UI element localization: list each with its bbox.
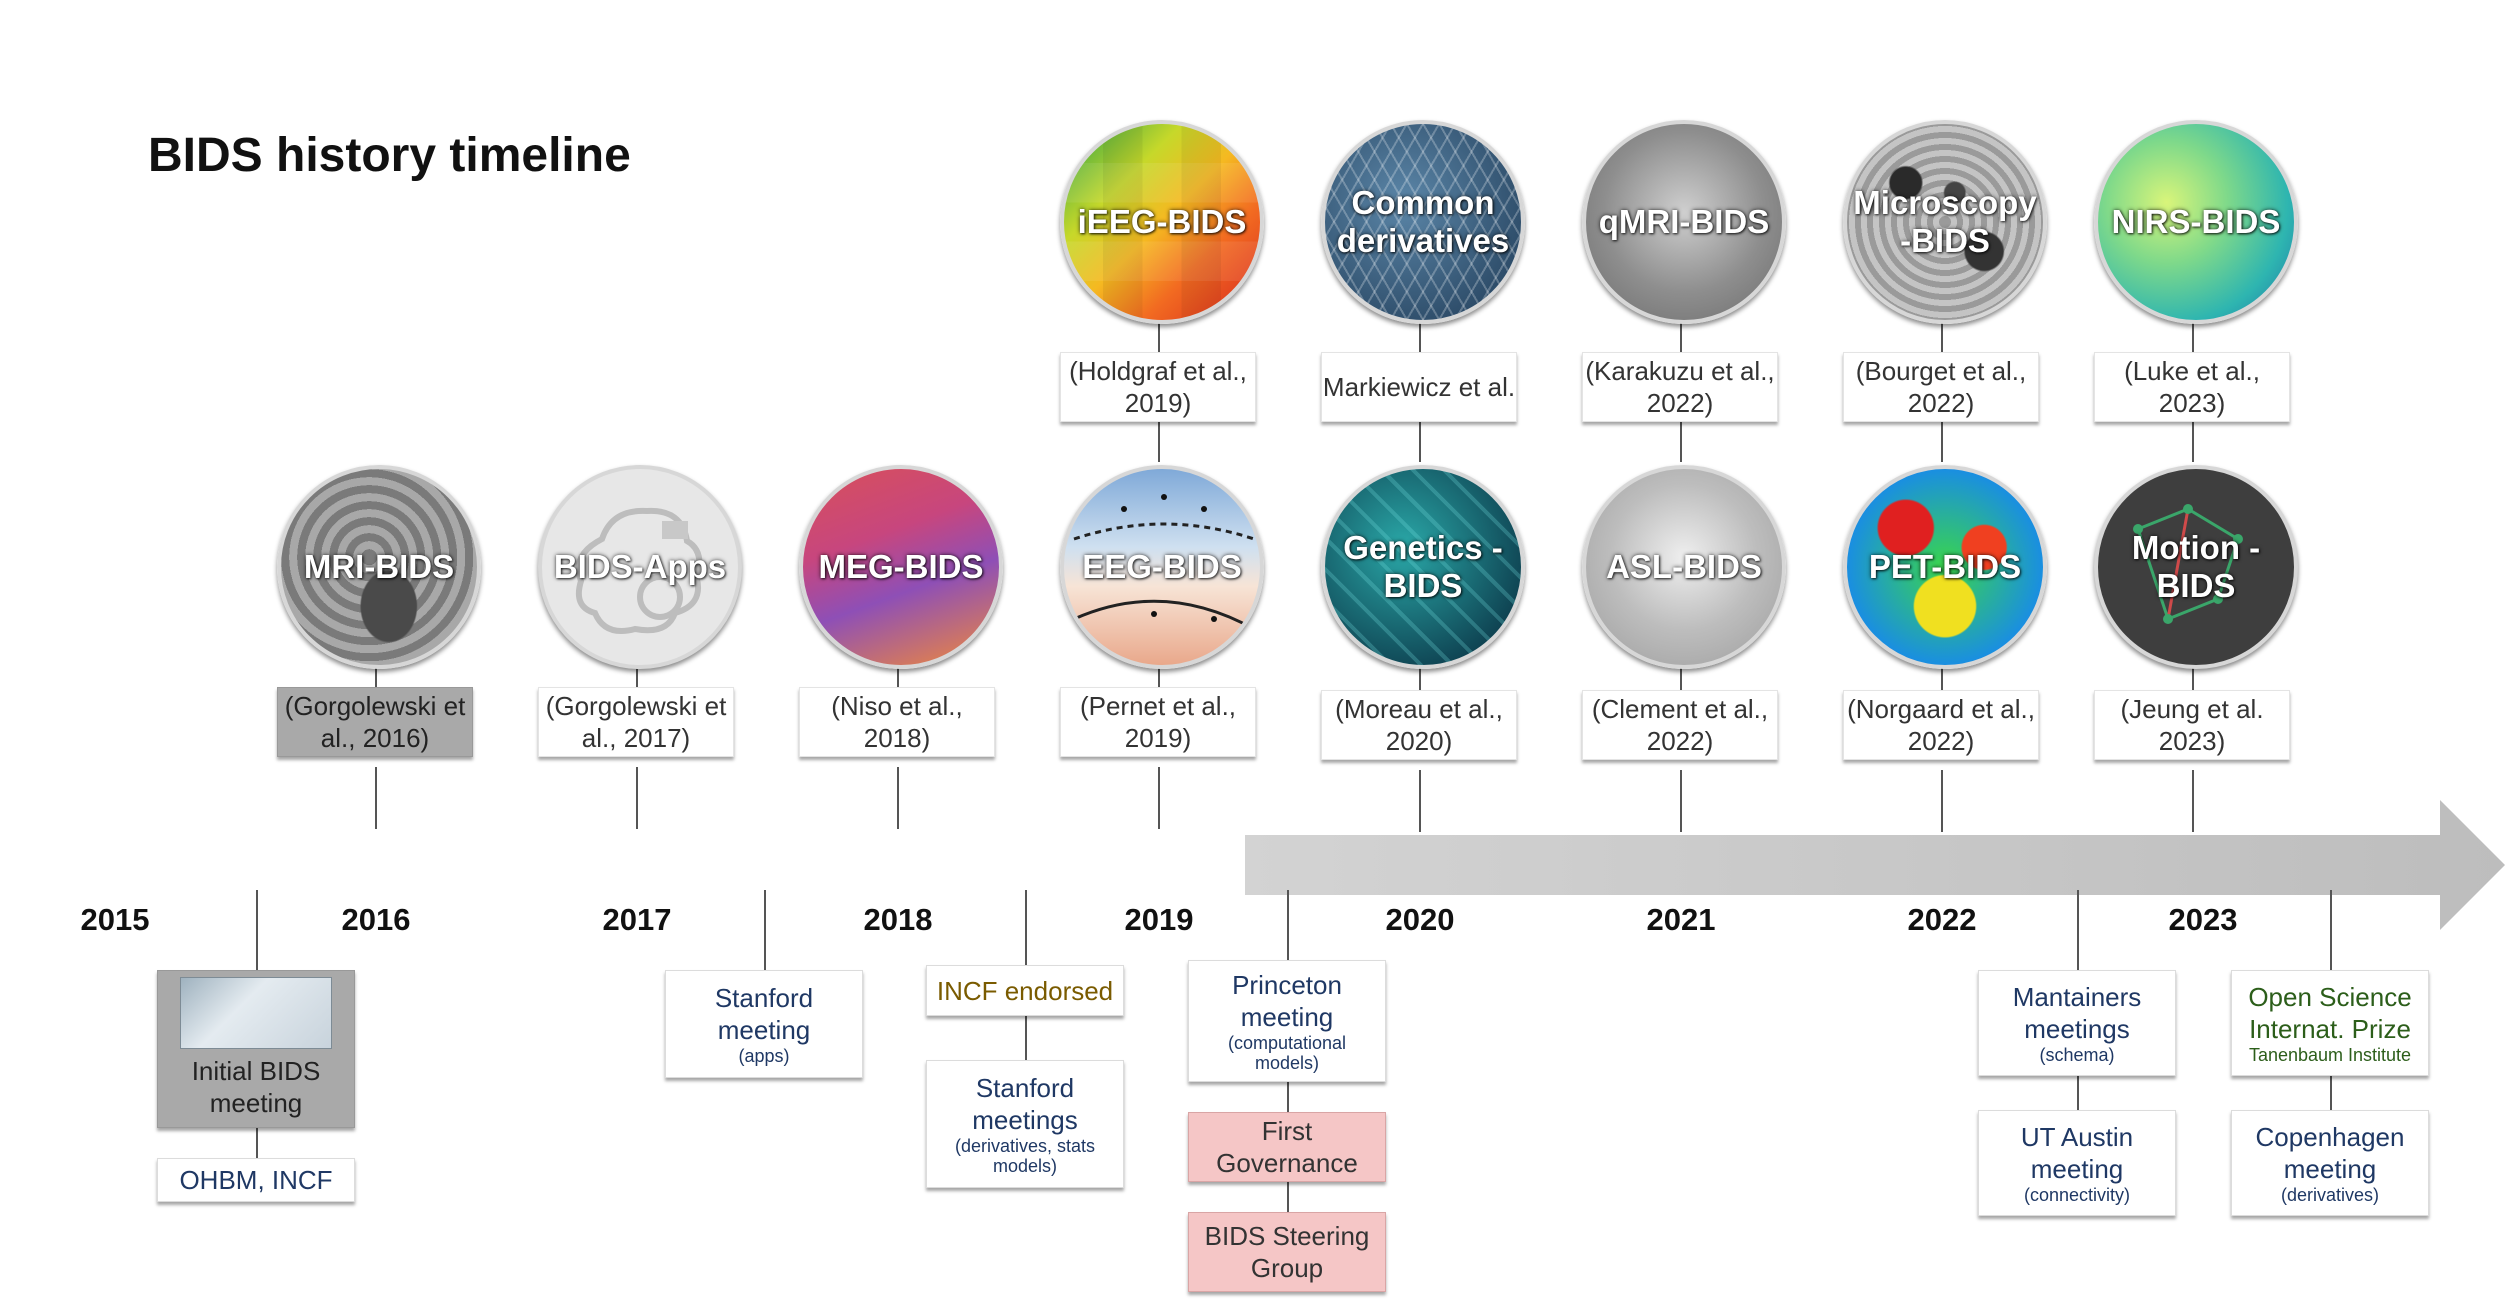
event-stanford-meeting-apps: Stanford meeting (apps) xyxy=(665,970,863,1078)
qmri-bids-citation: (Karakuzu et al., 2022) xyxy=(1582,352,1778,422)
mri-bids-label: MRI-BIDS xyxy=(303,548,455,585)
year-label-2023: 2023 xyxy=(2168,902,2238,937)
event-main-text: OHBM, INCF xyxy=(179,1165,333,1195)
page-title: BIDS history timeline xyxy=(148,129,631,182)
year-label-2019: 2019 xyxy=(1124,902,1194,937)
qmri-bids-label: qMRI-BIDS xyxy=(1598,203,1770,240)
microscopy-bids-circle: Microscopy -BIDS xyxy=(1843,120,2047,324)
eeg-bids-citation: (Pernet et al., 2019) xyxy=(1060,687,1256,757)
year-label-2022: 2022 xyxy=(1907,902,1977,937)
year-label-2021: 2021 xyxy=(1646,902,1716,937)
event-bids-steering-group: BIDS Steering Group xyxy=(1188,1212,1386,1292)
microscopy-bids-citation: (Bourget et al., 2022) xyxy=(1843,352,2039,422)
event-main-text: UT Austin meeting xyxy=(2020,1122,2134,1184)
common-derivatives-label: Common derivatives xyxy=(1336,184,1510,259)
year-label-2017: 2017 xyxy=(602,902,672,937)
year-label-2016: 2016 xyxy=(341,902,411,937)
event-main-text: Initial BIDS meeting xyxy=(191,1056,321,1118)
event-sub-text: (derivatives, stats models) xyxy=(954,1136,1096,1176)
event-main-text: Open Science Internat. Prize xyxy=(2248,982,2412,1044)
event-princeton-meeting: Princeton meeting (computational models) xyxy=(1188,960,1386,1082)
meg-bids-citation: (Niso et al., 2018) xyxy=(799,687,995,757)
asl-bids-circle: ASL-BIDS xyxy=(1582,465,1786,669)
asl-bids-label: ASL-BIDS xyxy=(1606,548,1762,585)
mri-bids-citation: (Gorgolewski et al., 2016) xyxy=(277,687,473,757)
event-sub-text: Tanenbaum Institute xyxy=(2248,1045,2412,1065)
event-incf-endorsed: INCF endorsed xyxy=(926,965,1124,1016)
event-copenhagen-meeting: Copenhagen meeting (derivatives) xyxy=(2231,1110,2429,1216)
motion-bids-circle: Motion -BIDS xyxy=(2094,465,2298,669)
event-main-text: Stanford meeting xyxy=(714,983,814,1045)
event-initial-bids-meeting: Initial BIDS meeting xyxy=(157,970,355,1128)
whiteboard-photo xyxy=(180,977,332,1049)
common-derivatives-circle: Common derivatives xyxy=(1321,120,1525,324)
nirs-bids-label: NIRS-BIDS xyxy=(2111,203,2281,240)
pet-bids-circle: PET-BIDS xyxy=(1843,465,2047,669)
genetics-bids-circle: Genetics -BIDS xyxy=(1321,465,1525,669)
event-sub-text: (derivatives) xyxy=(2280,1185,2380,1205)
year-label-2015: 2015 xyxy=(80,902,150,937)
event-sub-text: (schema) xyxy=(2039,1045,2115,1065)
event-ohbm-incf: OHBM, INCF xyxy=(157,1158,355,1202)
genetics-bids-label: Genetics -BIDS xyxy=(1343,529,1503,604)
event-main-text: First Governance xyxy=(1216,1116,1358,1178)
microscopy-bids-label: Microscopy -BIDS xyxy=(1853,184,2037,259)
pet-bids-label: PET-BIDS xyxy=(1868,548,2022,585)
year-label-2020: 2020 xyxy=(1385,902,1455,937)
event-sub-text: (connectivity) xyxy=(2023,1185,2131,1205)
bids-apps-circle: BIDS-Apps xyxy=(538,465,742,669)
ieeg-bids-circle: iEEG-BIDS xyxy=(1060,120,1264,324)
event-first-governance: First Governance xyxy=(1188,1112,1386,1182)
mri-bids-circle: MRI-BIDS xyxy=(277,465,481,669)
event-main-text: Stanford meetings xyxy=(972,1073,1078,1135)
brain-gear-icon xyxy=(575,507,703,634)
event-main-text: BIDS Steering Group xyxy=(1204,1221,1370,1283)
nirs-bids-circle: NIRS-BIDS xyxy=(2094,120,2298,324)
event-mantainers-meetings: Mantainers meetings (schema) xyxy=(1978,970,2176,1076)
bids-apps-citation: (Gorgolewski et al., 2017) xyxy=(538,687,734,757)
event-ut-austin-meeting: UT Austin meeting (connectivity) xyxy=(1978,1110,2176,1216)
bids-apps-label: BIDS-Apps xyxy=(553,548,727,585)
event-main-text: INCF endorsed xyxy=(936,975,1114,1006)
event-open-science-prize: Open Science Internat. Prize Tanenbaum I… xyxy=(2231,970,2429,1076)
ieeg-bids-citation: (Holdgraf et al., 2019) xyxy=(1060,352,1256,422)
eeg-head-image xyxy=(1073,494,1255,631)
genetics-bids-citation: (Moreau et al., 2020) xyxy=(1321,690,1517,760)
common-derivatives-citation: Markiewicz et al. xyxy=(1321,352,1517,422)
nirs-bids-citation: (Luke et al., 2023) xyxy=(2094,352,2290,422)
event-main-text: Mantainers meetings xyxy=(2012,982,2142,1044)
motion-bids-citation: (Jeung et al. 2023) xyxy=(2094,690,2290,760)
qmri-bids-circle: qMRI-BIDS xyxy=(1582,120,1786,324)
year-label-2018: 2018 xyxy=(863,902,933,937)
event-main-text: Princeton meeting xyxy=(1232,970,1342,1032)
event-sub-text: (computational models) xyxy=(1227,1033,1347,1073)
motion-bids-label: Motion -BIDS xyxy=(2131,529,2261,604)
event-main-text: Copenhagen meeting xyxy=(2255,1122,2405,1184)
motion-skeleton-image xyxy=(2133,504,2243,624)
eeg-bids-label: EEG-BIDS xyxy=(1082,548,1242,585)
asl-bids-citation: (Clement et al., 2022) xyxy=(1582,690,1778,760)
event-stanford-meetings-derivatives: Stanford meetings (derivatives, stats mo… xyxy=(926,1060,1124,1188)
ieeg-bids-label: iEEG-BIDS xyxy=(1077,203,1247,240)
meg-bids-circle: MEG-BIDS xyxy=(799,465,1003,669)
pet-bids-citation: (Norgaard et al., 2022) xyxy=(1843,690,2039,760)
eeg-bids-circle: EEG-BIDS xyxy=(1060,465,1264,669)
meg-bids-label: MEG-BIDS xyxy=(818,548,984,585)
event-sub-text: (apps) xyxy=(738,1046,790,1066)
